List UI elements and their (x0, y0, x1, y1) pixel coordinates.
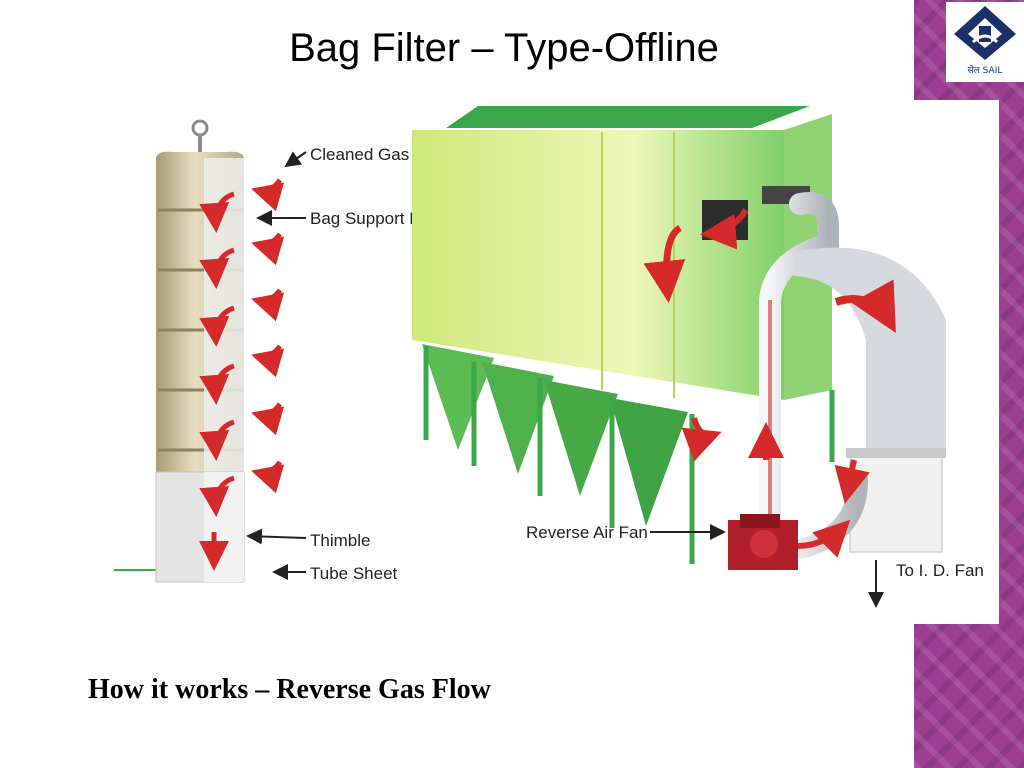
label-reverse-air-fan: Reverse Air Fan (526, 523, 648, 542)
slide-title: Bag Filter – Type-Offline (289, 26, 719, 70)
bag-filter-diagram: Cleaned Gas Bag Support Ring Thimble Tub… (94, 100, 999, 624)
label-thimble: Thimble (310, 531, 370, 550)
label-bag-support-ring: Bag Support Ring (310, 209, 444, 228)
reverse-air-duct-and-fan (650, 192, 946, 608)
bag-filter-illustration: Cleaned Gas Bag Support Ring Thimble Tub… (114, 106, 984, 608)
label-to-id-fan: To I. D. Fan (896, 561, 984, 580)
sail-logo: सेल SAIL (946, 2, 1024, 82)
logo-text: सेल SAIL (967, 66, 1003, 76)
sail-diamond-logo-icon (954, 6, 1016, 60)
label-tube-sheet: Tube Sheet (310, 564, 398, 583)
filter-bag-cutaway (114, 119, 307, 583)
baghouse-housing (412, 106, 835, 564)
label-cleaned-gas: Cleaned Gas (310, 145, 409, 164)
slide-caption: How it works – Reverse Gas Flow (88, 674, 491, 705)
